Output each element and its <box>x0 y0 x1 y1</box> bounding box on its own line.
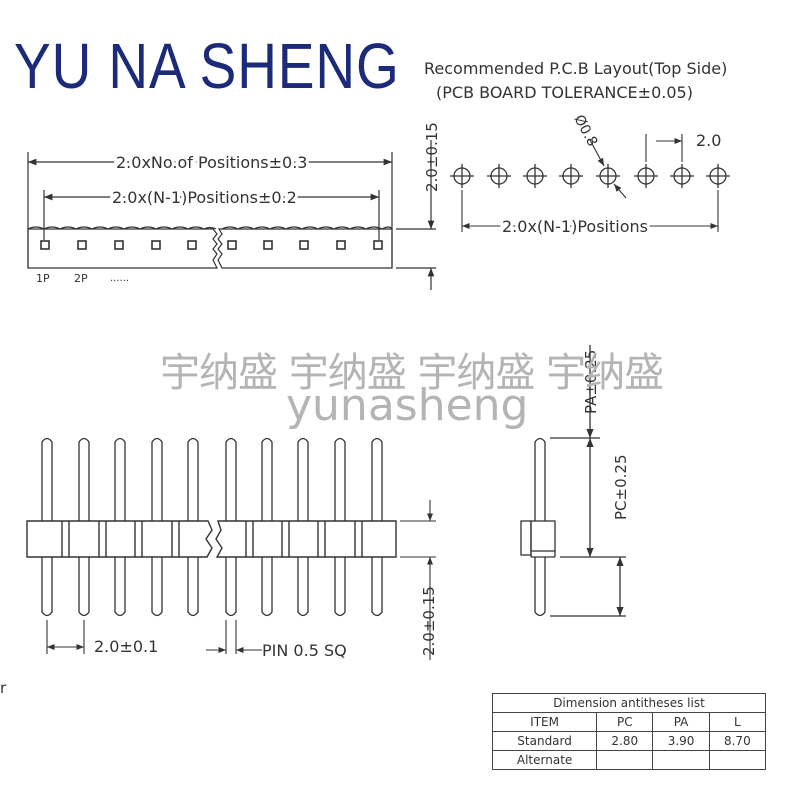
watermark-chinese: 宇纳盛 宇纳盛 宇纳盛 宇纳盛 <box>160 350 664 396</box>
table-caption-row: Dimension antitheses list <box>492 693 766 713</box>
front-view-dimensions <box>46 500 436 660</box>
watermark-latin: yunasheng <box>286 380 529 431</box>
pin-label-1p: 1P <box>36 272 50 285</box>
table-cell: 2.80 <box>596 731 654 751</box>
pcb-dimensions <box>461 134 719 232</box>
table-cell: Alternate <box>491 750 598 770</box>
table-cell <box>596 750 654 770</box>
table-cell: 8.70 <box>708 731 767 751</box>
margin-char: r <box>0 679 7 697</box>
table-row: Alternate <box>491 750 767 770</box>
pcb-layout-title: Recommended P.C.B Layout(Top Side) <box>424 59 727 78</box>
dim-height-top: 2.0±0.15 <box>423 122 441 192</box>
pcb-hole-label: Ø0.8 <box>570 112 600 149</box>
table-header-cell: L <box>708 712 767 732</box>
table-cell: 3.90 <box>652 731 710 751</box>
pcb-span-label: 2.0x(N-1)Positions <box>502 217 648 236</box>
brand-logo: YU NA SHENG <box>14 30 400 102</box>
dim-pitch-front: 2.0±0.1 <box>94 637 158 656</box>
table-cell <box>708 750 767 770</box>
table-cell <box>652 750 710 770</box>
pcb-pitch-label: 2.0 <box>696 131 721 150</box>
dimension-table: Dimension antitheses list ITEM PC PA L S… <box>491 693 767 770</box>
table-header-cell: PC <box>596 712 654 732</box>
front-view-pins <box>41 437 383 617</box>
pcb-layout-subtitle: (PCB BOARD TOLERANCE±0.05) <box>436 83 693 102</box>
dim-pa: PA±0.25 <box>582 350 600 414</box>
table-header-row: ITEM PC PA L <box>491 712 767 732</box>
dim-overall-length: 2.0xNo.of Positions±0.3 <box>116 153 307 172</box>
table-caption: Dimension antitheses list <box>492 693 766 713</box>
table-row: Standard 2.80 3.90 8.70 <box>491 731 767 751</box>
header-top-view <box>27 140 436 290</box>
pcb-holes <box>450 164 730 188</box>
table-cell: Standard <box>491 731 598 751</box>
dim-height-front: 2.0±0.15 <box>420 586 438 656</box>
front-view-body <box>26 520 397 558</box>
dim-pc: PC±0.25 <box>612 455 630 521</box>
table-header-cell: ITEM <box>491 712 598 732</box>
pin-label-dots: ...... <box>110 273 129 284</box>
pin-label-2p: 2P <box>74 272 88 285</box>
strip-pin-squares <box>40 240 383 250</box>
side-view <box>520 345 626 617</box>
table-header-cell: PA <box>652 712 710 732</box>
dim-pitch-span: 2.0x(N-1)Positions±0.2 <box>112 188 297 207</box>
dim-pin-size: PIN 0.5 SQ <box>262 641 347 660</box>
